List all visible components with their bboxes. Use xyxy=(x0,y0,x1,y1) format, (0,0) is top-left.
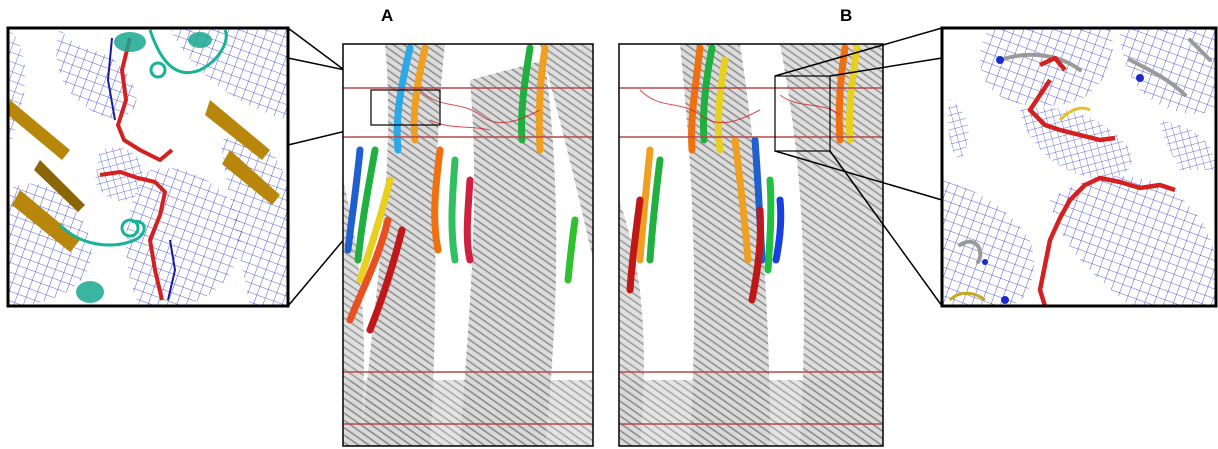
inset-a-beta-strands xyxy=(8,100,280,252)
panel-a-coils xyxy=(419,89,541,131)
panel-b-boundary-lines xyxy=(619,87,883,425)
panel-a-colored-helices xyxy=(344,44,579,334)
panel-a-boundary-lines xyxy=(343,87,593,425)
panel-b xyxy=(618,43,884,447)
panel-label-a: A xyxy=(381,6,394,25)
panel-a-gray-helix-bundles xyxy=(343,44,593,446)
panel-b-coils xyxy=(639,89,841,124)
inset-a-teal-coils xyxy=(58,29,228,247)
panel-label-b: B xyxy=(840,6,853,25)
inset-b-atoms xyxy=(982,56,1144,304)
panel-b-gray-helix-bundles xyxy=(619,44,883,446)
inset-b xyxy=(940,26,1218,308)
panel-b-colored-helices xyxy=(626,44,861,304)
inset-b-gray-sticks xyxy=(958,38,1212,264)
inset-a-red-ligand xyxy=(99,37,174,301)
inset-b-red-ligand xyxy=(1027,55,1176,306)
inset-a xyxy=(6,26,290,308)
panel-a xyxy=(342,43,594,447)
inset-b-connectors xyxy=(774,27,943,307)
